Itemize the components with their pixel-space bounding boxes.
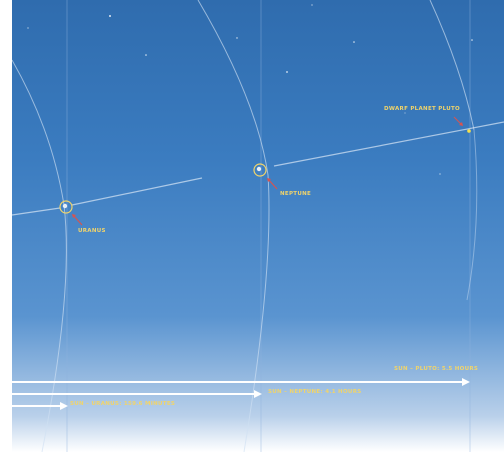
star [439,173,441,175]
star [404,112,406,114]
pluto-planet [453,116,471,133]
neptune-orbit [197,0,270,452]
uranus-distance-arrowhead [60,402,68,410]
pluto-label: DWARF PLANET PLUTO [384,106,461,112]
solar-system-scene: URANUS NEPTUNE DWARF PLANET PLUTO SUN – … [12,0,504,452]
neptune-highlight-ring [253,163,267,177]
uranus-orbit [12,59,67,452]
neptune-label: NEPTUNE [280,191,312,197]
star [27,27,29,29]
ecliptic-segment [273,121,504,167]
neptune-distance-arrowhead [254,390,262,398]
star [353,41,355,43]
star [236,37,238,39]
ecliptic-segment [12,207,61,216]
star [109,15,111,17]
pluto-distance-arrowhead [462,378,470,386]
pluto-dot [467,129,471,133]
neptune-dot [256,166,262,172]
pluto-pointer-head [459,122,463,126]
uranus-pointer-arrow [72,214,83,226]
ecliptic-line [12,121,504,216]
pluto-orbit [429,0,475,131]
star [286,71,288,73]
distance-arrows [12,378,470,410]
star [471,39,473,41]
pluto-distance-label: SUN – PLUTO: 5.5 HOURS [394,366,479,372]
vertical-lines [66,0,471,452]
neptune-pointer-arrow [267,178,278,190]
uranus-dot [62,203,68,209]
neptune-distance-label: SUN – NEPTUNE: 4.1 HOURS [268,389,362,395]
uranus-pointer-head [72,214,76,218]
neptune-planet [253,163,278,190]
uranus-distance-label: SUN – URANUS: 159.6 MINUTES [70,401,176,407]
scene-graphics [12,0,504,452]
pluto-orbit-lower [466,129,478,301]
star [311,4,313,6]
stars [27,4,473,175]
uranus-label: URANUS [78,228,106,234]
star [145,54,147,56]
neptune-pointer-head [267,178,271,182]
ecliptic-segment [71,177,203,206]
uranus-highlight-ring [59,200,73,214]
uranus-planet [59,200,83,226]
orbits [12,0,478,452]
